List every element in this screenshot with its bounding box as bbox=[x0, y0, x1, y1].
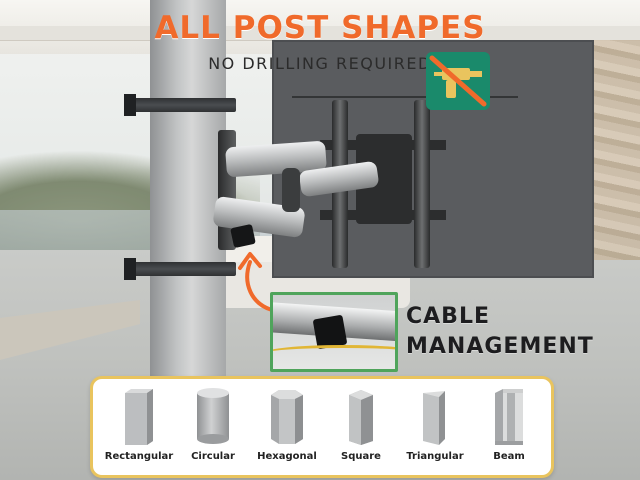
shape-item-square: Square bbox=[325, 387, 397, 471]
mount-rail-right bbox=[414, 100, 430, 268]
shape-item-circular: Circular bbox=[177, 387, 249, 471]
subheadline: NO DRILLING REQUIRED bbox=[208, 54, 432, 73]
callout-line-2: MANAGEMENT bbox=[406, 334, 594, 359]
shape-item-rectangular: Rectangular bbox=[103, 387, 175, 471]
no-drill-icon bbox=[426, 52, 490, 110]
shape-label: Rectangular bbox=[104, 451, 174, 462]
strap-buckle-bottom bbox=[124, 258, 136, 280]
circular-post-icon bbox=[197, 388, 229, 444]
shape-item-triangular: Triangular bbox=[399, 387, 471, 471]
post-shapes-panel: Rectangular Circular bbox=[90, 376, 554, 478]
shape-item-hexagonal: Hexagonal bbox=[251, 387, 323, 471]
shape-label: Circular bbox=[191, 451, 235, 462]
shape-label: Square bbox=[341, 451, 381, 462]
cable-management-inset bbox=[270, 292, 398, 372]
curved-arrow-icon bbox=[238, 252, 274, 312]
shape-label: Beam bbox=[493, 451, 525, 462]
strap-buckle-top bbox=[124, 94, 136, 116]
shape-label: Triangular bbox=[406, 451, 464, 462]
hexagonal-post-icon bbox=[271, 390, 303, 444]
beam-post-icon bbox=[495, 389, 523, 445]
headline: ALL POST SHAPES bbox=[154, 10, 486, 46]
square-post bbox=[150, 0, 226, 382]
triangular-post-icon bbox=[423, 391, 445, 445]
tv-edge-line bbox=[292, 96, 518, 98]
square-post-icon bbox=[349, 390, 373, 445]
shape-label: Hexagonal bbox=[257, 451, 317, 462]
post-strap-bottom bbox=[124, 262, 236, 276]
inset-cable bbox=[273, 345, 395, 362]
shape-item-beam: Beam bbox=[473, 387, 545, 471]
callout-line-1: CABLE bbox=[406, 304, 490, 329]
rectangular-post-icon bbox=[125, 389, 153, 445]
arm-joint bbox=[282, 168, 300, 212]
post-strap-top bbox=[124, 98, 236, 112]
